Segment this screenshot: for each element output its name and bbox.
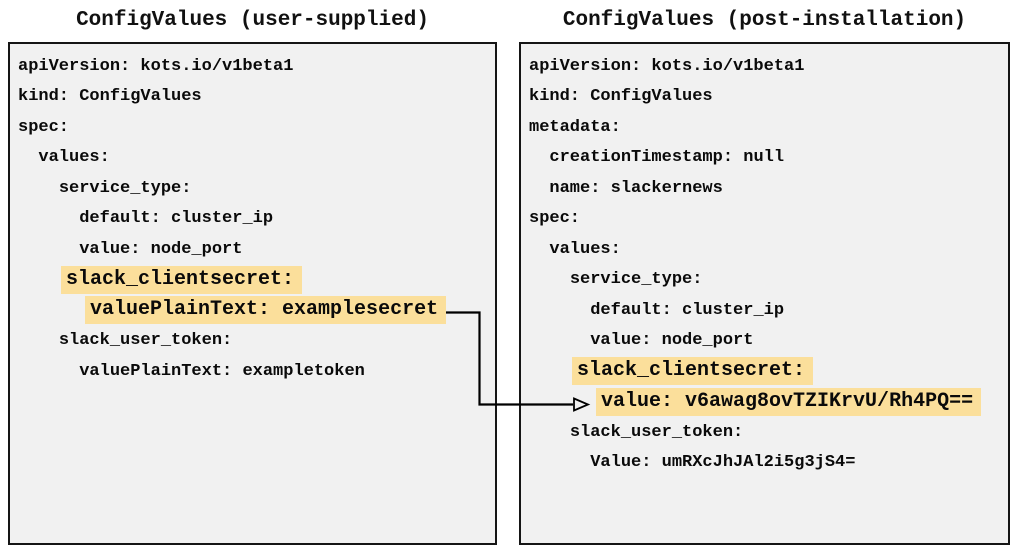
- highlighted-code-text: value: v6awag8ovTZIKrvU/Rh4PQ==: [596, 387, 982, 416]
- indent: [18, 240, 79, 259]
- code-line: creationTimestamp: null: [529, 143, 1000, 174]
- code-text: slack_user_token:: [58, 331, 233, 351]
- code-line: Value: umRXcJhJAl2i5g3jS4=: [529, 448, 1000, 479]
- code-line: apiVersion: kots.io/v1beta1: [529, 51, 1000, 82]
- code-line: slack_user_token:: [529, 417, 1000, 448]
- code-text: service_type:: [58, 178, 192, 198]
- indent: [529, 331, 590, 350]
- code-line: value: node_port: [18, 234, 487, 265]
- code-line: name: slackernews: [529, 173, 1000, 204]
- code-text: spec:: [529, 209, 581, 229]
- code-line: default: cluster_ip: [18, 204, 487, 235]
- code-line: values:: [529, 234, 1000, 265]
- code-text: slack_user_token:: [569, 422, 744, 442]
- code-line: service_type:: [18, 173, 487, 204]
- code-line: slack_user_token:: [18, 326, 487, 357]
- code-line: spec:: [18, 112, 487, 143]
- highlighted-code-text: valuePlainText: examplesecret: [85, 296, 447, 325]
- code-text: kind: ConfigValues: [529, 87, 713, 107]
- indent: [18, 362, 79, 381]
- code-line: valuePlainText: exampletoken: [18, 356, 487, 387]
- indent: [18, 268, 66, 291]
- config-values-user-supplied-panel: apiVersion: kots.io/v1beta1 kind: Config…: [8, 42, 497, 545]
- code-line: value: node_port: [529, 326, 1000, 357]
- indent: [529, 270, 570, 289]
- code-line-highlighted: value: v6awag8ovTZIKrvU/Rh4PQ==: [529, 387, 1000, 418]
- code-line: kind: ConfigValues: [529, 82, 1000, 113]
- code-line: service_type:: [529, 265, 1000, 296]
- code-text: default: cluster_ip: [79, 209, 274, 229]
- code-text: spec:: [18, 117, 70, 137]
- indent: [18, 209, 79, 228]
- indent: [18, 179, 59, 198]
- code-line: metadata:: [529, 112, 1000, 143]
- code-text: values:: [38, 148, 110, 168]
- indent: [529, 390, 601, 413]
- indent: [529, 301, 590, 320]
- code-text: values:: [549, 239, 621, 259]
- indent: [529, 148, 549, 167]
- indent: [18, 331, 59, 350]
- indent: [529, 240, 549, 259]
- highlighted-code-text: slack_clientsecret:: [61, 265, 303, 294]
- indent: [18, 148, 38, 167]
- indent: [529, 179, 549, 198]
- code-text: default: cluster_ip: [590, 300, 785, 320]
- code-text: service_type:: [569, 270, 703, 290]
- indent: [529, 453, 590, 472]
- code-text: value: node_port: [79, 239, 243, 259]
- indent: [529, 423, 570, 442]
- code-line: spec:: [529, 204, 1000, 235]
- code-line: values:: [18, 143, 487, 174]
- left-panel-title: ConfigValues (user-supplied): [76, 9, 429, 32]
- code-text: apiVersion: kots.io/v1beta1: [529, 56, 805, 76]
- code-text: Value: umRXcJhJAl2i5g3jS4=: [590, 453, 856, 473]
- code-text: apiVersion: kots.io/v1beta1: [18, 56, 294, 76]
- code-text: metadata:: [529, 117, 621, 137]
- code-line: apiVersion: kots.io/v1beta1: [18, 51, 487, 82]
- indent: [18, 299, 90, 322]
- right-panel-title: ConfigValues (post-installation): [562, 9, 967, 32]
- code-line-highlighted: slack_clientsecret:: [18, 265, 487, 296]
- code-text: value: node_port: [590, 331, 754, 351]
- code-line-highlighted: slack_clientsecret:: [529, 356, 1000, 387]
- code-line: kind: ConfigValues: [18, 82, 487, 113]
- config-values-post-installation-panel: apiVersion: kots.io/v1beta1 kind: Config…: [519, 42, 1010, 545]
- code-text: creationTimestamp: null: [549, 148, 785, 168]
- indent: [529, 360, 577, 383]
- code-text: valuePlainText: exampletoken: [79, 361, 365, 381]
- code-text: kind: ConfigValues: [18, 87, 202, 107]
- highlighted-code-text: slack_clientsecret:: [572, 357, 814, 386]
- code-line-highlighted: valuePlainText: examplesecret: [18, 295, 487, 326]
- code-line: default: cluster_ip: [529, 295, 1000, 326]
- code-text: name: slackernews: [549, 178, 723, 198]
